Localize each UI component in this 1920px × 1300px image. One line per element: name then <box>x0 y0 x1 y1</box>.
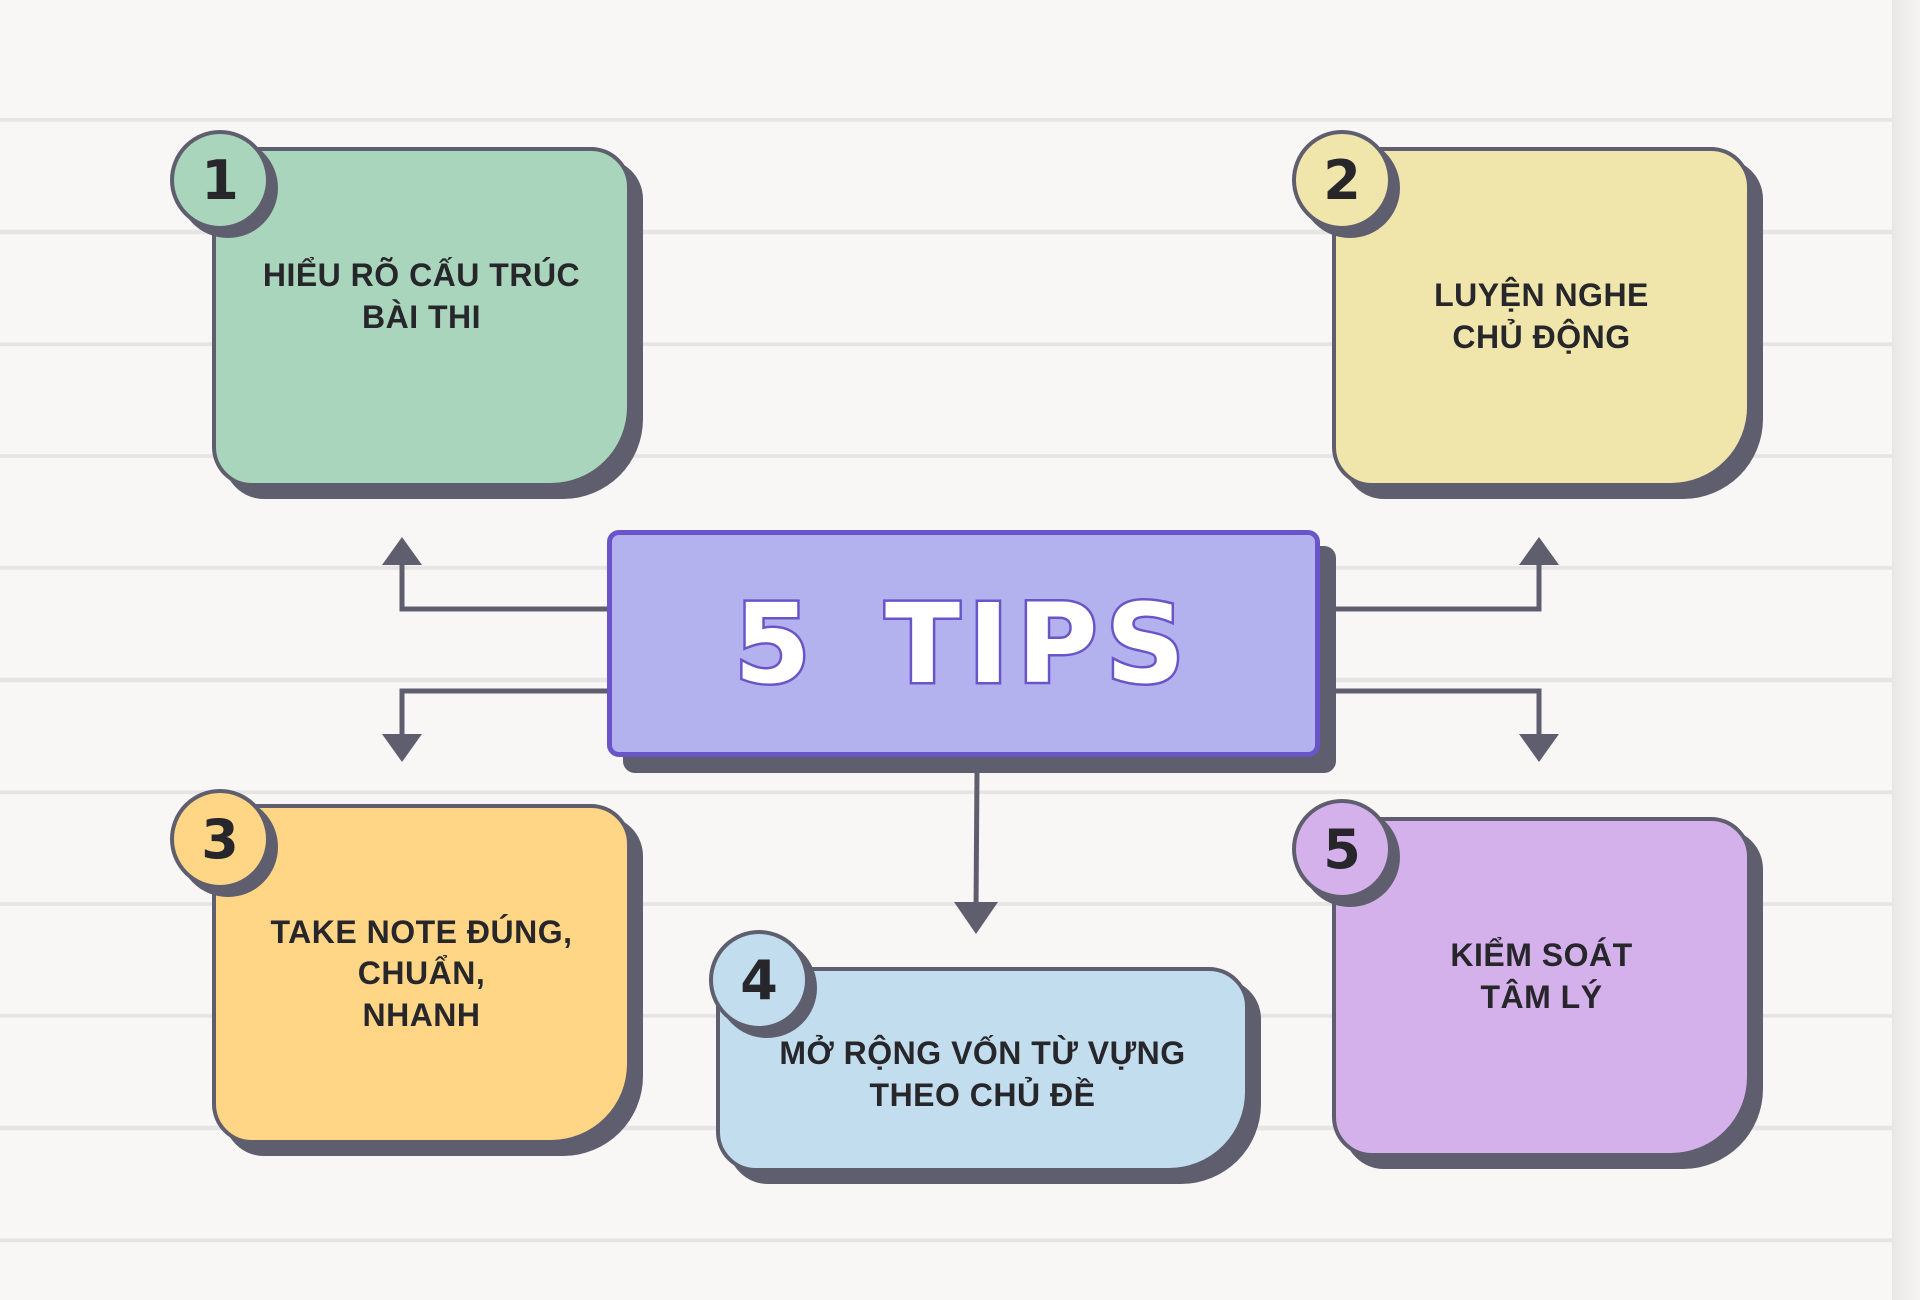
tip-number-badge: 5 <box>1292 799 1392 899</box>
arrowhead-down-center <box>954 902 998 934</box>
arrow-to-tip-4 <box>973 770 980 911</box>
tip-number-badge: 2 <box>1292 130 1392 230</box>
tip-card-3: TAKE NOTE ĐÚNG, CHUẨN, NHANH <box>212 804 631 1144</box>
tip-card-5: KIỂM SOÁT TÂM LÝ <box>1332 817 1751 1157</box>
arrow-to-tip-1 <box>399 555 607 612</box>
tip-label: MỞ RỘNG VỐN TỪ VỰNG THEO CHỦ ĐỀ <box>779 1034 1186 1113</box>
tip-label: TAKE NOTE ĐÚNG, CHUẨN, NHANH <box>270 913 573 1033</box>
arrowhead-down-left <box>382 734 422 762</box>
tip-label: HIỂU RÕ CẤU TRÚC BÀI THI <box>262 257 581 335</box>
tip-number-badge: 1 <box>170 130 270 230</box>
arrow-to-tip-2 <box>1334 555 1542 612</box>
arrowhead-up-left <box>382 537 422 565</box>
center-title-box: 5 TIPS <box>607 530 1320 757</box>
tip-card-2: LUYỆN NGHE CHỦ ĐỘNG <box>1332 147 1751 487</box>
tip-label: LUYỆN NGHE CHỦ ĐỘNG <box>1434 277 1649 355</box>
tip-number-badge: 3 <box>170 789 270 889</box>
arrowhead-up-right <box>1519 537 1559 565</box>
arrow-to-tip-5 <box>1334 688 1542 740</box>
tip-label: KIỂM SOÁT TÂM LÝ <box>1450 937 1633 1015</box>
tip-card-1: HIỂU RÕ CẤU TRÚC BÀI THI <box>212 147 631 487</box>
arrowhead-down-right <box>1519 734 1559 762</box>
tip-card-4: MỞ RỘNG VỐN TỪ VỰNG THEO CHỦ ĐỀ <box>716 967 1249 1172</box>
page-edge <box>1892 0 1920 1300</box>
tip-number-badge: 4 <box>709 930 809 1030</box>
center-title: 5 TIPS <box>732 577 1193 710</box>
arrow-to-tip-3 <box>399 688 607 740</box>
